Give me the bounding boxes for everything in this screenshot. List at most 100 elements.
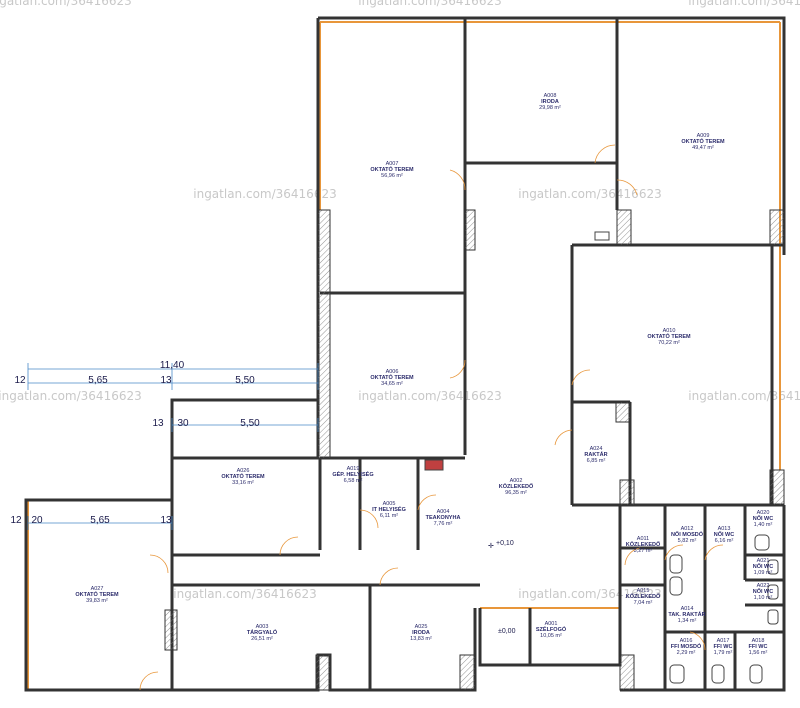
watermark-text: ingatlan.com/36416623 xyxy=(0,0,132,8)
windows xyxy=(27,21,781,690)
walls xyxy=(24,16,786,692)
room-name: SZÉLFOGÓ xyxy=(536,625,567,633)
room-name: FFI WC xyxy=(749,644,768,650)
room-code: A016 xyxy=(680,638,693,644)
dimension-20: 20 xyxy=(31,515,43,526)
room-code: A021 xyxy=(757,558,770,564)
room-code: A008 xyxy=(544,93,557,99)
wall-hatching xyxy=(164,209,785,691)
room-code: A001 xyxy=(545,621,558,627)
dimension-5-50: 5,50 xyxy=(235,375,255,386)
room-code: A014 xyxy=(681,606,694,612)
room-area: 1,40 m² xyxy=(754,522,773,528)
room-name: NŐI WC xyxy=(714,531,734,538)
room-area: 2,29 m² xyxy=(677,650,696,656)
room-area: 10,05 m² xyxy=(540,633,562,639)
doors xyxy=(139,144,724,691)
room-area: 1,79 m² xyxy=(714,650,733,656)
room-code: A013 xyxy=(718,526,731,532)
room-area: 6,16 m² xyxy=(715,538,734,544)
room-code: A006 xyxy=(386,369,399,375)
room-name: GÉP. HELYISÉG xyxy=(332,470,373,478)
room-name: OKTATÓ TEREM xyxy=(681,137,725,145)
room-name: OKTATÓ TEREM xyxy=(370,373,414,381)
elevation-mark: +0,10 xyxy=(496,540,514,547)
watermark-text: ingatlan.com/36416623 xyxy=(358,389,501,403)
dimension-13: 13 xyxy=(160,375,172,386)
elevation-mark: ±0,00 xyxy=(498,628,516,635)
dimension-labels: 11,40 12 5,65 13 5,50 13 30 5,50 12 20 5… xyxy=(10,360,260,526)
room-name: OKTATÓ TEREM xyxy=(647,332,691,340)
watermark-text: ingatlan.com/36416623 xyxy=(173,587,316,601)
room-code: A017 xyxy=(717,638,730,644)
room-area: 3,27 m² xyxy=(634,548,653,554)
room-code: A003 xyxy=(256,624,269,630)
room-name: FFI WC xyxy=(714,644,733,650)
room-code: A004 xyxy=(437,509,450,515)
room-area: 29,98 m² xyxy=(539,105,561,111)
room-area: 49,47 m² xyxy=(692,145,714,151)
dimension-11-40: 11,40 xyxy=(160,360,185,371)
room-code: A009 xyxy=(697,133,710,139)
room-code: A027 xyxy=(91,586,104,592)
room-name: TEAKONYHA xyxy=(426,515,461,521)
room-area: 1,10 m² xyxy=(754,595,773,601)
room-code: A010 xyxy=(663,328,676,334)
room-name: NŐI WC xyxy=(753,515,773,522)
dimension-5-50: 5,50 xyxy=(240,418,260,429)
room-area: 6,85 m² xyxy=(587,458,606,464)
room-name: RAKTÁR xyxy=(584,451,607,458)
room-area: 33,16 m² xyxy=(232,480,254,486)
room-name: IRODA xyxy=(541,99,559,105)
dimension-12: 12 xyxy=(14,375,26,386)
elevation-cross-icon: ✛ xyxy=(488,542,494,550)
room-area: 56,96 m² xyxy=(381,173,403,179)
room-area: 6,11 m² xyxy=(380,513,398,519)
room-code: A025 xyxy=(415,624,428,630)
room-area: 34,65 m² xyxy=(381,381,403,387)
room-area: 70,22 m² xyxy=(658,340,680,346)
watermark-text: ingatlan.com/36416623 xyxy=(518,587,661,601)
room-code: A026 xyxy=(237,468,250,474)
room-area: 6,58 m² xyxy=(344,478,363,484)
watermark-text: ingatlan.com/36416623 xyxy=(0,389,142,403)
dimension-5-65: 5,65 xyxy=(88,375,108,386)
dimension-30: 30 xyxy=(177,418,189,429)
room-area: 7,04 m² xyxy=(634,600,653,606)
room-code: A015 xyxy=(637,588,650,594)
watermark-text: ingatlan.com/36416623 xyxy=(688,0,800,8)
room-name: OKTATÓ TEREM xyxy=(221,472,265,480)
watermarks: ingatlan.com/36416623 ingatlan.com/36416… xyxy=(0,0,800,601)
watermark-text: ingatlan.com/36416623 xyxy=(688,389,800,403)
room-code: A019 xyxy=(347,466,360,472)
room-name: IRODA xyxy=(412,630,430,636)
fixtures xyxy=(424,231,779,684)
room-name: OKTATÓ TEREM xyxy=(75,590,119,598)
room-name: KÖZLEKEDŐ xyxy=(499,483,534,490)
room-name: NŐI WC xyxy=(753,563,773,570)
room-name: NŐI MOSDÓ xyxy=(671,530,704,538)
room-code: A018 xyxy=(752,638,765,644)
dimension-5-65: 5,65 xyxy=(90,515,110,526)
room-name: KÖZLEKEDŐ xyxy=(626,541,661,548)
room-area: 1,09 m² xyxy=(754,570,773,576)
